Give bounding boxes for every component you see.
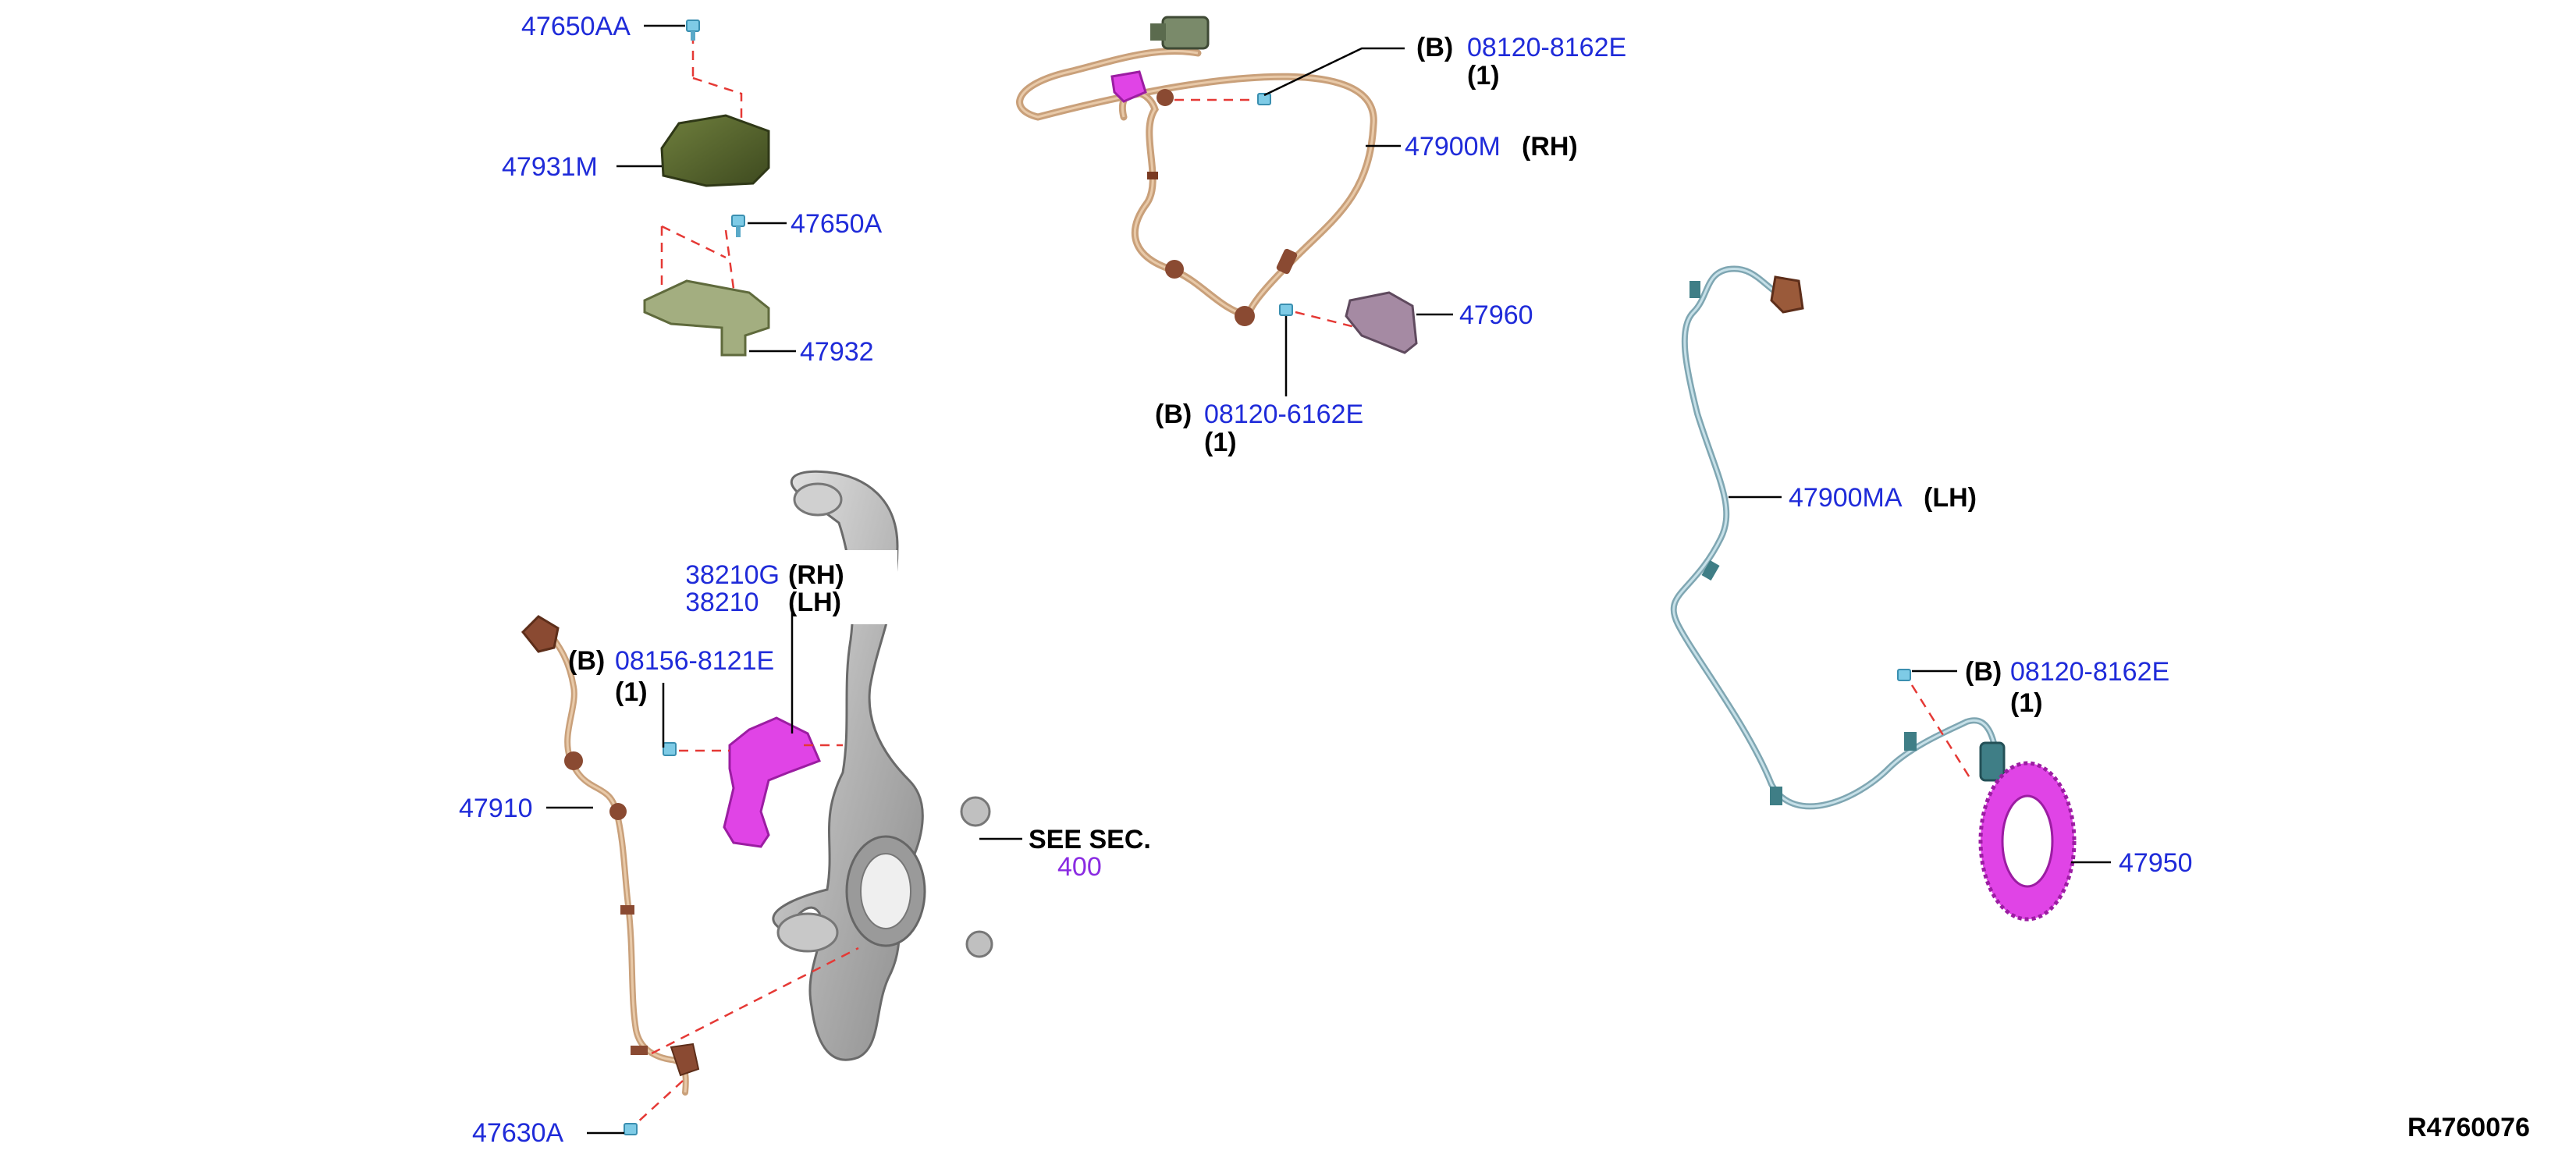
quantity-label: (1) <box>1467 61 1500 91</box>
bolt-icon <box>731 215 745 237</box>
wire-harness-rh <box>1016 16 1418 354</box>
quantity-label: (1) <box>615 677 648 707</box>
part-label-47630A[interactable]: 47630A <box>472 1118 564 1148</box>
bracket-icon <box>723 716 821 848</box>
clip-icon <box>1110 70 1147 103</box>
bolt-icon <box>1897 669 1911 681</box>
bolt-type-label: (B) <box>1965 657 2002 687</box>
part-label-47950[interactable]: 47950 <box>2119 848 2193 878</box>
leader-lines-bottom <box>546 605 1022 1135</box>
part-label-47900MA[interactable]: 47900MA <box>1789 483 1903 513</box>
part-label-47960[interactable]: 47960 <box>1459 300 1533 330</box>
drawing-id: R4760076 <box>2407 1113 2530 1142</box>
side-label-lh: (LH) <box>788 588 841 617</box>
quantity-label: (1) <box>1204 428 1237 457</box>
connector-icon <box>1770 275 1804 314</box>
part-label-47910[interactable]: 47910 <box>459 794 533 823</box>
bolt-icon <box>686 20 700 41</box>
part-label-47900M[interactable]: 47900M <box>1405 132 1501 162</box>
side-label-rh: (RH) <box>788 560 844 590</box>
side-label-lh: (LH) <box>1924 483 1977 513</box>
side-label-rh: (RH) <box>1522 132 1578 162</box>
clip-icon <box>1345 291 1418 354</box>
bracket-icon <box>643 279 770 357</box>
section-number-link[interactable]: 400 <box>1057 852 1102 882</box>
part-label-08156-8121E[interactable]: 08156-8121E <box>615 646 774 676</box>
connector-icon <box>1150 16 1210 50</box>
sensor-module-group <box>643 20 770 357</box>
part-label-08120-6162E[interactable]: 08120-6162E <box>1204 400 1363 429</box>
part-label-38210G[interactable]: 38210G <box>685 560 780 590</box>
bolt-type-label: (B) <box>1155 400 1192 429</box>
wire-harness-47910 <box>521 615 859 1135</box>
bolt-type-label: (B) <box>1416 33 1453 62</box>
sensor-module-icon <box>660 114 770 187</box>
bolt-icon <box>663 742 677 756</box>
bolt-type-label: (B) <box>568 646 605 676</box>
leader-lines <box>616 24 796 353</box>
bolt-icon <box>1279 304 1293 316</box>
part-label-38210[interactable]: 38210 <box>685 588 759 617</box>
connector-icon <box>521 615 560 653</box>
part-label-47650A[interactable]: 47650A <box>791 209 883 239</box>
tone-ring-icon <box>1978 761 2077 922</box>
wire-harness-lh <box>1670 265 2006 810</box>
quantity-label: (1) <box>2010 688 2043 718</box>
part-label-47932[interactable]: 47932 <box>800 337 874 367</box>
part-label-47650AA[interactable]: 47650AA <box>521 12 631 41</box>
part-label-47931M[interactable]: 47931M <box>502 152 598 182</box>
leader-lines-lh <box>1729 496 2111 864</box>
bolt-icon <box>1257 93 1271 105</box>
bolt-icon <box>624 1123 638 1135</box>
leader-lines-rh <box>1263 47 1453 396</box>
part-label-08120-8162E[interactable]: 08120-8162E <box>1467 33 1626 62</box>
part-label-08120-8162E[interactable]: 08120-8162E <box>2010 657 2169 687</box>
see-section-label[interactable]: SEE SEC. <box>1029 825 1151 854</box>
